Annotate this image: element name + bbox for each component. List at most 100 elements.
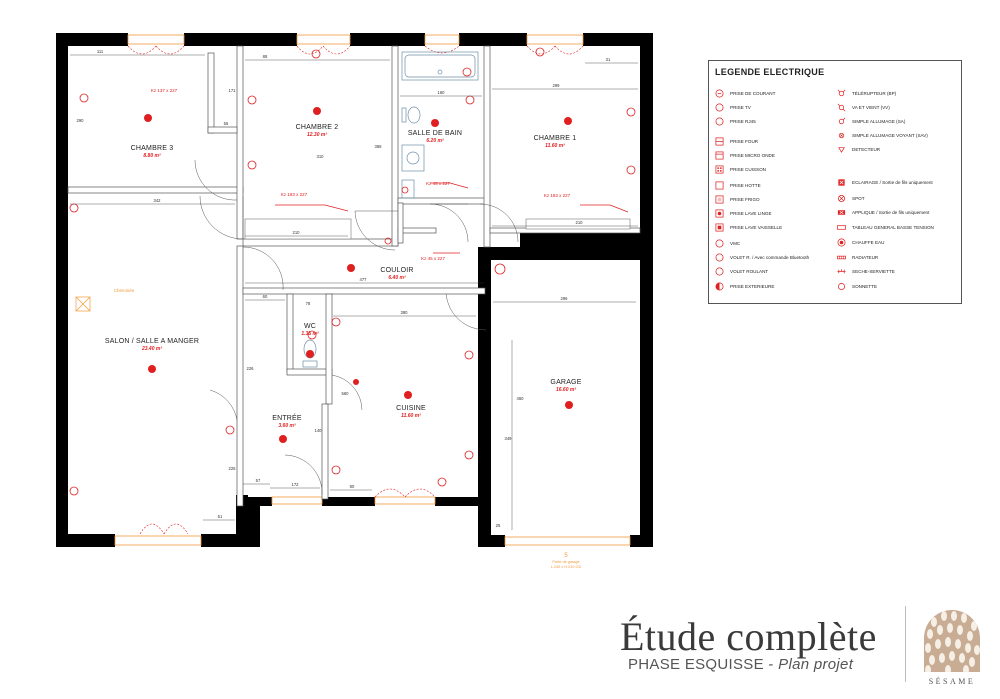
cheminee-label: Cheminée xyxy=(114,288,135,293)
outdoor-outlet-icon xyxy=(715,282,724,291)
spot-icon xyxy=(837,194,846,203)
dim-57: 57 xyxy=(256,478,261,483)
dim-210a: 210 xyxy=(293,230,301,235)
room-area-chambre1: 11.60 m² xyxy=(545,143,565,149)
vmc-icon xyxy=(715,239,724,248)
document-subtitle: PHASE ESQUISSE - Plan projet xyxy=(628,656,853,673)
dim-111: 111 xyxy=(97,49,104,54)
legend-item-seche-serviette: SECHE-SERVIETTE xyxy=(837,267,895,276)
legend-item-volet-roulant: VOLET ROULANT xyxy=(715,267,768,276)
room-name-garage: GARAGE xyxy=(550,379,581,386)
tv-outlet-icon xyxy=(715,103,724,112)
legend-item-spot: SPOT xyxy=(837,194,865,203)
legend-item-eclairage: ECLAIRAGE / Sortie de fils uniquement xyxy=(837,178,933,187)
legend-item-micro-onde: PRISE MICRO ONDE xyxy=(715,151,775,160)
dim-296: 296 xyxy=(561,296,569,301)
dim-88: 88 xyxy=(263,54,268,59)
garage-door-number: 5 xyxy=(564,553,568,559)
legend-title: LEGENDE ELECTRIQUE xyxy=(715,67,825,77)
dim-51: 51 xyxy=(218,514,223,519)
room-area-salon: 23.40 m² xyxy=(141,346,162,352)
legend-item-frigo: PRISE FRIGO xyxy=(715,195,760,204)
legend-item-prise-four: PRISE FOUR xyxy=(715,137,758,146)
dim-171: 171 xyxy=(229,88,237,93)
dim-477: 477 xyxy=(360,277,368,282)
room-name-couloir: COULOIR xyxy=(380,267,413,274)
door-swings xyxy=(194,159,519,496)
plan-label: Plan projet xyxy=(778,656,854,673)
bathroom-fixtures xyxy=(302,51,479,368)
legend-item-simple-allumage-voyant: SIMPLE ALLUMAGE VOYANT (SAV) xyxy=(837,131,928,140)
dim-25: 25 xyxy=(496,523,501,528)
dim-78: 78 xyxy=(306,301,311,306)
water-heater-icon xyxy=(837,238,846,247)
legend-item-applique: APPLIQUE / Sortie de fils uniquement xyxy=(837,208,929,217)
room-area-wc: 1.35 m² xyxy=(301,331,319,337)
radiator-icon xyxy=(837,253,846,262)
dim-380: 380 xyxy=(401,310,409,315)
outlet-icon xyxy=(715,89,724,98)
room-name-sdb: SALLE DE BAIN xyxy=(408,130,462,137)
dim-342: 342 xyxy=(154,198,162,203)
indicator-switch-icon xyxy=(837,131,846,140)
legend-item-detecteur: DETECTEUR xyxy=(837,145,880,154)
window-label-couloir: Kz 45 x 227 xyxy=(421,256,445,261)
closets xyxy=(244,218,631,240)
legend-item-chauffe-eau: CHAUFFE EAU xyxy=(837,238,884,247)
legend-item-tableau: TABLEAU GENERAL BASSE TENSION xyxy=(837,223,934,232)
room-area-sdb: 6.20 m² xyxy=(426,138,444,144)
dishwasher-icon xyxy=(715,223,724,232)
legend-item-simple-allumage: SIMPLE ALLUMAGE (SA) xyxy=(837,117,905,126)
dim-310: 310 xyxy=(317,154,325,159)
legend-item-lave-vaisselle: PRISE LAVE VAISSELLE xyxy=(715,223,782,232)
legend-item-prise-tv: PRISE TV xyxy=(715,103,751,112)
shutter-icon xyxy=(715,267,724,276)
legend-item-sonnette: SONNETTE xyxy=(837,282,877,291)
room-name-wc: WC xyxy=(304,323,316,330)
rolling-shutters xyxy=(275,182,629,254)
towel-dryer-icon xyxy=(837,267,846,276)
plan-annotations: Kz 137 x 227 Kz 183 x 227 Kz 45 x 227 Kz… xyxy=(114,88,582,569)
room-labels: CHAMBRE 3 8.80 m² CHAMBRE 2 12.30 m² SAL… xyxy=(105,124,582,429)
switch-icon xyxy=(837,117,846,126)
room-area-couloir: 6.40 m² xyxy=(388,275,406,281)
dim-368: 368 xyxy=(375,144,383,149)
footer-divider xyxy=(905,606,906,682)
room-name-salon: SALON / SALLE A MANGER xyxy=(105,338,199,345)
legend-item-volet-bluetooth: VOLET R. / Avec commande Bluetooth xyxy=(715,253,809,262)
detector-icon xyxy=(837,145,846,154)
hood-icon xyxy=(715,181,724,190)
brand-name: SÉSAME xyxy=(928,677,976,686)
window-label-sdb: Kz 45 x 227 xyxy=(426,181,450,186)
window-label-ch1: Kz 183 x 227 xyxy=(544,193,571,198)
electrical-symbols xyxy=(69,47,636,496)
room-area-entree: 3.60 m² xyxy=(278,423,296,429)
dim-31: 31 xyxy=(606,57,611,62)
document-title: Étude complète xyxy=(620,614,877,659)
dimensions: 111 88 160 31 299 171 55 290 310 368 342… xyxy=(70,49,638,530)
legend-item-prise-exterieure: PRISE EXTERIEURE xyxy=(715,282,774,291)
legend-item-prise-courant: PRISE DE COURANT xyxy=(715,89,775,98)
microwave-icon xyxy=(715,151,724,160)
dim-290: 290 xyxy=(77,118,85,123)
dim-349: 349 xyxy=(505,436,513,441)
room-name-entree: ENTRÉE xyxy=(272,413,302,422)
room-name-chambre3: CHAMBRE 3 xyxy=(131,145,174,152)
legend-item-vmc: VMC xyxy=(715,239,740,248)
dim-80: 80 xyxy=(350,484,355,489)
shutter-bluetooth-icon xyxy=(715,253,724,262)
legend-item-hotte: PRISE HOTTE xyxy=(715,181,761,190)
two-way-switch-icon xyxy=(837,103,846,112)
legend-item-prise-rj45: PRISE RJ45 xyxy=(715,117,756,126)
dim-225: 225 xyxy=(229,466,237,471)
phase-label: PHASE ESQUISSE - xyxy=(628,656,774,673)
windows xyxy=(114,33,631,547)
dim-60: 60 xyxy=(263,294,268,299)
washing-machine-icon xyxy=(715,209,724,218)
rj45-icon xyxy=(715,117,724,126)
dim-299: 299 xyxy=(553,83,561,88)
dim-55: 55 xyxy=(224,121,229,126)
fridge-icon xyxy=(715,195,724,204)
window-swings xyxy=(127,45,584,535)
